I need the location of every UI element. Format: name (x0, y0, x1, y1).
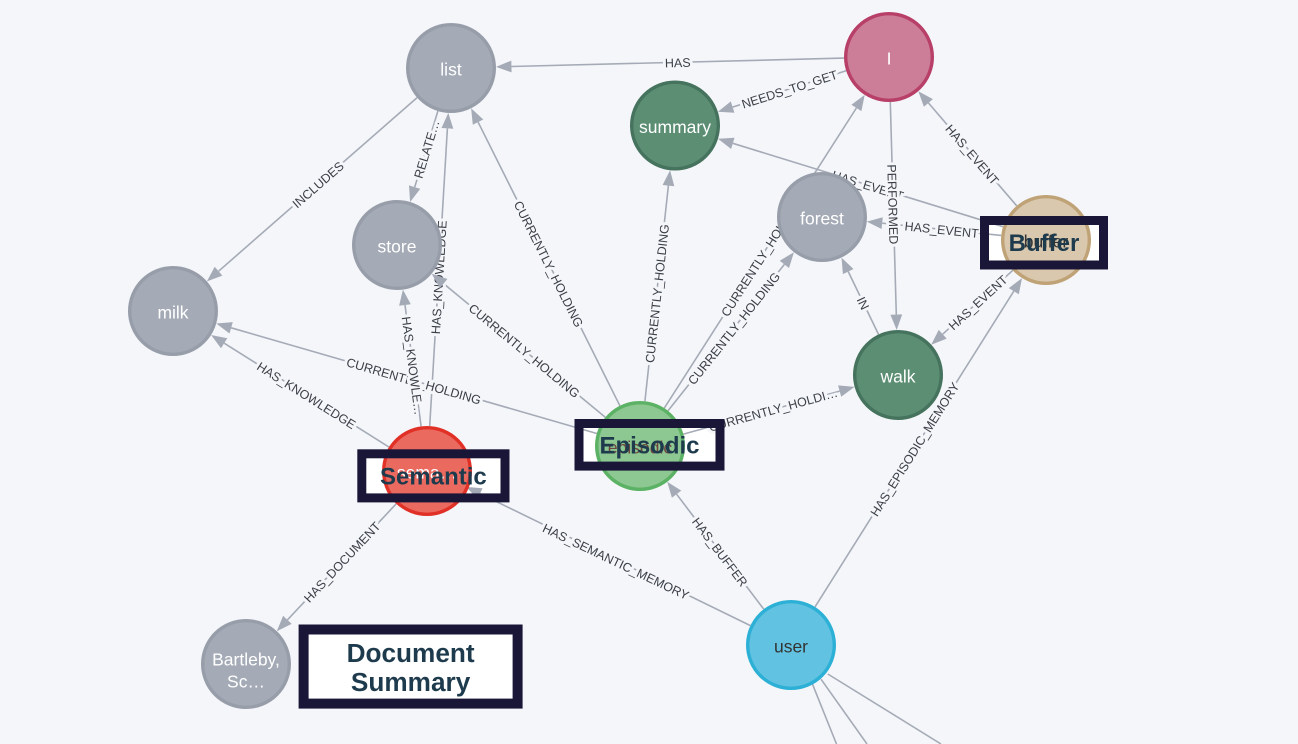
svg-text:milk: milk (157, 302, 188, 322)
svg-text:Episodic: Episodic (599, 432, 699, 459)
svg-text:forest: forest (800, 208, 844, 228)
svg-text:list: list (440, 59, 462, 79)
svg-text:Buffer: Buffer (1009, 230, 1080, 257)
svg-text:Sc…: Sc… (227, 672, 265, 692)
svg-text:sema…: sema… (397, 462, 457, 482)
svg-text:walk: walk (879, 366, 915, 386)
svg-text:episodic: episodic (608, 437, 672, 457)
svg-text:Document: Document (347, 638, 475, 668)
svg-text:buffer: buffer (1024, 231, 1069, 251)
svg-text:summary: summary (639, 117, 711, 137)
svg-text:Semantic: Semantic (380, 464, 487, 491)
svg-text:PERFORMED: PERFORMED (884, 164, 900, 244)
svg-text:I: I (887, 48, 892, 68)
svg-text:user: user (774, 636, 808, 656)
svg-text:Summary: Summary (351, 667, 471, 697)
svg-text:Bartleby,: Bartleby, (212, 650, 280, 670)
svg-text:store: store (378, 236, 417, 256)
svg-text:HAS: HAS (665, 56, 691, 71)
